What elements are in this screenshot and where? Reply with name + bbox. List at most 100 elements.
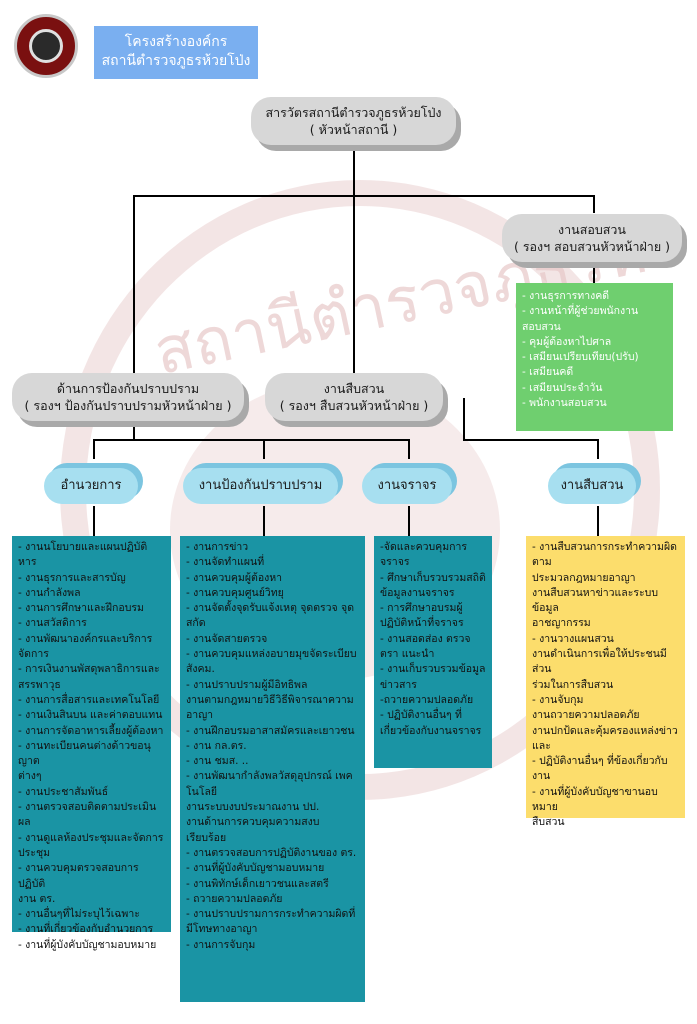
list-item: ข้อมูลงานจราจร	[380, 586, 455, 599]
list-item: - งานสวัสดิการ	[18, 617, 87, 630]
list-item: - งานที่ผู้บังคับบัญชามอบหมาย	[186, 862, 325, 875]
node-investigation: งานสืบสวน ( รองฯ สืบสวนหัวหน้าฝ่าย )	[265, 373, 443, 421]
list-item: - งานการข่าว	[186, 541, 249, 553]
connector	[263, 439, 265, 459]
connector	[93, 439, 95, 459]
connector	[408, 439, 410, 459]
list-item: โนโลยี	[186, 785, 218, 798]
list-item: อาชญากรรม	[532, 617, 591, 630]
list-item: จราจร	[380, 556, 410, 569]
list-item: - งานการสื่อสารและเทคโนโลยี	[18, 693, 160, 706]
list-item: -ถวายความปลอดภัย	[380, 693, 474, 706]
list-item: ประมวลกฎหมายอาญา	[532, 571, 636, 584]
node-inquiry-title: งานสอบสวน	[558, 222, 626, 237]
list-item: - งานควบคุมตรวจสอบการปฏิบัติ	[18, 862, 139, 890]
list-item: - งานพิทักษ์เด็กเยาวชนและสตรี	[186, 877, 329, 890]
list-item: - งานประชาสัมพันธ์	[18, 785, 109, 798]
list-item: งานสืบสวนหาข่าวและระบบข้อมูล	[532, 586, 658, 615]
title-line2: สถานีตำรวจภูธรห้วยโป่ง	[101, 53, 251, 69]
list-item: - งานจับกุม	[532, 693, 584, 706]
list-item: งาน ตร.	[18, 892, 56, 905]
list-item: ประชุม	[18, 846, 50, 859]
connector	[133, 195, 594, 197]
list-item: - เสมียนคดี	[522, 366, 574, 379]
list-item: - ปฏิบัติงานอื่นๆ ที่	[380, 709, 462, 722]
list-item: - งานเก็บรวบรวมข้อมูล	[380, 663, 486, 676]
connector	[263, 506, 265, 536]
list-item: ต่างๆ	[18, 770, 42, 783]
list-item: สอบสวน	[522, 320, 561, 333]
list-item: - ศึกษาเก็บรวบรวมสถิติ	[380, 571, 486, 584]
list-item: สืบสวน	[532, 816, 565, 829]
list-item: สรรพาวุธ	[18, 678, 61, 691]
connector	[353, 146, 355, 196]
list-item: - ปฏิบัติงานอื่นๆ ที่ข้องเกี่ยวกับ	[532, 755, 668, 768]
list-item: - งานควบคุมผู้ต้องหา	[186, 571, 283, 584]
list-item: - งานจัดตั้งจุดรับแจ้งเหตุ จุดตรวจ จุด	[186, 602, 355, 615]
subnode-admin: อำนวยการ	[44, 468, 138, 504]
prevention-task-list: - งานการข่าว - งานจัดทำแผนที่ - งานควบคุ…	[180, 536, 365, 1002]
connector	[593, 195, 595, 213]
connector	[597, 439, 599, 459]
list-item: - งานจัดทำแผนที่	[186, 556, 265, 569]
list-item: - งานควบคุมแหล่งอบายมุขจัดระเบียบ	[186, 648, 357, 661]
list-item: - งานดูแลห้องประชุมและจัดการ	[18, 831, 164, 844]
list-item: - การเงินงานพัสดุพลาธิการและ	[18, 663, 160, 676]
list-item: - งานหน้าที่ผู้ช่วยพนักงาน	[522, 305, 639, 318]
connector	[597, 506, 599, 536]
list-item: - เสมียนประจำวัน	[522, 381, 603, 394]
list-item: งานด้านการควบคุมความสงบ	[186, 816, 320, 829]
node-prevention: ด้านการป้องกันปราบปราม ( รองฯ ป้องกันปรา…	[12, 373, 244, 421]
node-investigation-title: งานสืบสวน	[323, 381, 385, 396]
list-item: ตาม	[532, 556, 552, 569]
list-item: - งานสอดส่อง ตรวจ	[380, 632, 471, 645]
logo-emblem-icon	[29, 29, 63, 63]
list-item: - งาน กล.ตร.	[186, 739, 247, 752]
list-item: - งานพัฒนากำลังพลวัสดุอุปกรณ์ เพค	[186, 770, 353, 783]
connector	[133, 426, 135, 440]
list-item: งาน	[532, 770, 551, 783]
list-item: - งานธุรการทางคดี	[522, 290, 610, 302]
subnode-investigation-work: งานสืบสวน	[548, 468, 636, 504]
admin-task-list: - งานนโยบายและแผนปฏิบัติหาร - งานธุรการแ…	[12, 536, 171, 951]
node-prevention-title: ด้านการป้องกันปราบปราม	[56, 381, 200, 396]
list-item: สังคม.	[186, 663, 215, 676]
list-item: - งานพัฒนาองค์กรและบริการ	[18, 632, 153, 645]
list-item: - งานนโยบายและแผนปฏิบัติหาร	[18, 541, 148, 569]
list-item: ข่าวสาร	[380, 678, 417, 691]
list-item: - งาน ชมส. ..	[186, 755, 249, 768]
connector	[463, 439, 599, 441]
list-item: สกัด	[186, 617, 206, 630]
list-item: - งานการจัดอาหารเลี้ยงผู้ต้องหา	[18, 724, 164, 737]
list-item: ปฏิบัติหน้าที่จราจร	[380, 617, 464, 630]
list-item: ร่วมในการสืบสวน	[532, 678, 614, 691]
node-head: สารวัตรสถานีตำรวจภูธรห้วยโป่ง ( หัวหน้าส…	[251, 97, 456, 145]
connector	[593, 264, 595, 284]
list-item: - งานที่เกี่ยวข้องกับอำนวยการ	[18, 923, 154, 936]
list-item: งานปกป้ดและคุ้มครองแหล่งข่าว	[532, 724, 678, 737]
list-item: จัดการ	[18, 648, 49, 661]
list-item: งานระบบงบประมาณงาน ปป.	[186, 801, 320, 814]
list-item: อาญา	[186, 709, 214, 722]
list-item: - ถวายความปลอดภัย	[186, 892, 283, 905]
list-item: - คุมผู้ต้องหาไปศาล	[522, 335, 612, 348]
list-item: - การศึกษาอบรมผู้	[380, 602, 463, 615]
list-item: งานตามกฎหมายวิธีวิธีพิจารณาความ	[186, 693, 354, 706]
list-item: - พนักงานสอบสวน	[522, 397, 607, 410]
node-inquiry-role: ( รองฯ สอบสวนหัวหน้าฝ่าย )	[513, 239, 670, 254]
list-item: - งานจัดสายตรวจ	[186, 632, 268, 645]
node-inquiry: งานสอบสวน ( รองฯ สอบสวนหัวหน้าฝ่าย )	[502, 214, 682, 262]
list-item: เรียบร้อย	[186, 831, 227, 844]
list-item: - งานการศึกษาและฝึกอบรม	[18, 602, 144, 615]
list-item: - งานที่ผู้บังคับบัญชามอบหมาย	[18, 938, 157, 951]
list-item: - งานปราบปรามผู้มีอิทธิพล	[186, 678, 308, 691]
connector	[353, 195, 355, 373]
subnode-traffic: งานจราจร	[362, 468, 452, 504]
list-item: - งานเงินสินบน และค่าตอบแทน	[18, 709, 163, 722]
list-item: - งานที่ผู้บังคับบัญชาขานอบหมาย	[532, 785, 658, 814]
connector	[133, 195, 135, 373]
list-item: - งานทะเบียนคนต่างด้าวขอนุญาต	[18, 739, 151, 768]
node-head-role: ( หัวหน้าสถานี )	[309, 122, 398, 137]
list-item: - งานปราบปรามการกระทำความผิดที่	[186, 908, 356, 921]
connector	[463, 398, 465, 440]
